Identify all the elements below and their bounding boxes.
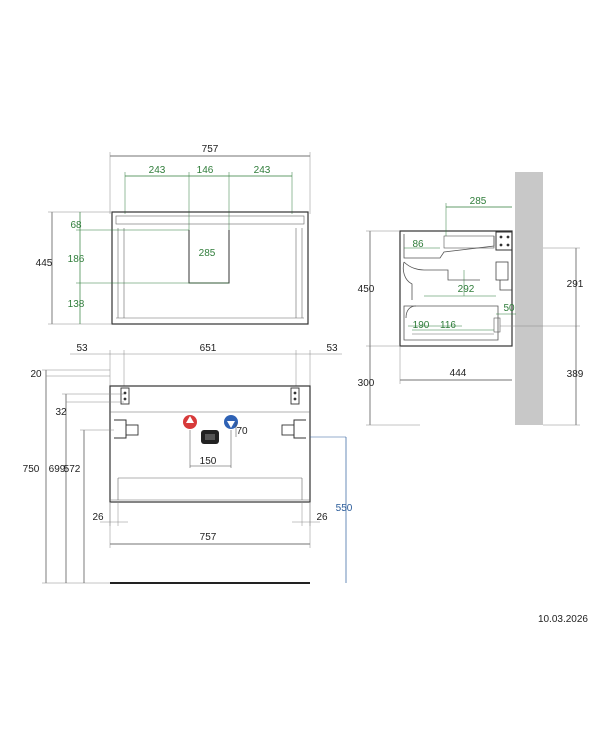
top-view: 757 243 146 243 285 445 68 186 138 — [36, 144, 311, 325]
side-view: 285 86 292 50 190 116 450 300 444 291 38… — [358, 172, 584, 426]
dim-285-side: 285 — [470, 196, 487, 207]
dim-445: 445 — [36, 258, 53, 269]
dim-26-right: 26 — [316, 512, 328, 523]
dim-150: 150 — [200, 456, 217, 467]
dim-285-cutout: 285 — [199, 248, 216, 259]
dim-651: 651 — [200, 343, 217, 354]
dim-572: 572 — [64, 464, 81, 475]
front-view: 53 651 53 150 70 — [23, 343, 353, 584]
dim-389: 389 — [567, 369, 584, 380]
front-view-body — [109, 385, 311, 503]
dim-116: 116 — [440, 320, 456, 331]
dim-699: 699 — [49, 464, 66, 475]
dim-243-left: 243 — [149, 165, 166, 176]
drawing-date: 10.03.2026 — [537, 614, 588, 625]
dim-68: 68 — [70, 220, 82, 231]
dim-450: 450 — [358, 284, 375, 295]
dim-26-left: 26 — [92, 512, 104, 523]
dim-444: 444 — [450, 368, 467, 379]
dim-70: 70 — [236, 426, 248, 437]
wall — [515, 172, 543, 425]
dim-138: 138 — [68, 299, 85, 310]
dim-300: 300 — [358, 378, 375, 389]
dim-86: 86 — [412, 239, 424, 250]
dim-186: 186 — [68, 254, 85, 265]
dim-20: 20 — [30, 369, 42, 380]
dim-243-right: 243 — [254, 165, 271, 176]
dim-146-center: 146 — [197, 165, 214, 176]
dim-750: 750 — [23, 464, 40, 475]
top-view-body — [111, 211, 309, 325]
dim-53-left: 53 — [76, 343, 88, 354]
dim-550: 550 — [336, 503, 353, 514]
dim-757-bottom: 757 — [200, 532, 217, 543]
dim-190: 190 — [413, 320, 430, 331]
dim-291: 291 — [567, 279, 584, 290]
dim-53-right: 53 — [326, 343, 338, 354]
dim-50: 50 — [503, 303, 515, 314]
side-view-body — [399, 230, 513, 347]
dim-757-top: 757 — [202, 144, 219, 155]
dim-292: 292 — [458, 284, 475, 295]
dim-32: 32 — [55, 407, 67, 418]
